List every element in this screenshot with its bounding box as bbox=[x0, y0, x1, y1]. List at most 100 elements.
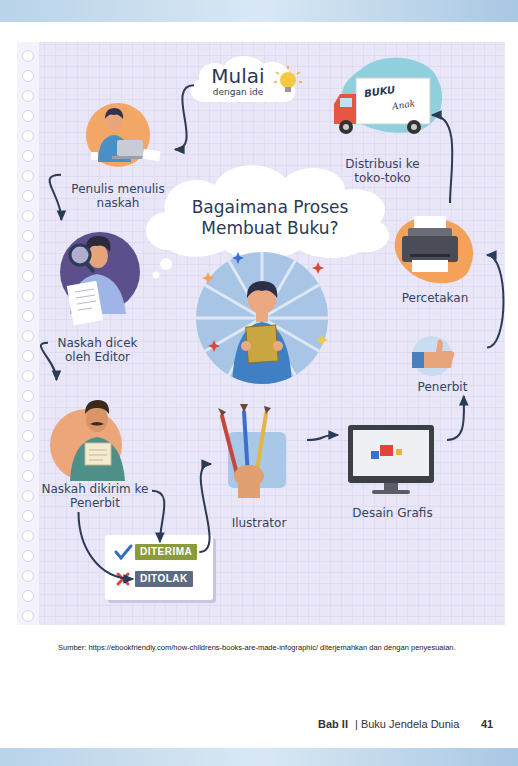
decision-card bbox=[118, 574, 128, 584]
grid-paper bbox=[23, 571, 34, 582]
printer-picture bbox=[412, 260, 448, 272]
step-label: Mulai bbox=[211, 65, 264, 87]
flow-arrow bbox=[487, 255, 504, 348]
illustrator-picture bbox=[256, 414, 266, 476]
reader-rays bbox=[247, 281, 277, 298]
reader-rays bbox=[182, 238, 342, 398]
flow-arrow bbox=[152, 491, 164, 542]
decision-card bbox=[105, 535, 216, 603]
truck-picture bbox=[356, 78, 430, 124]
title-cloud bbox=[153, 272, 160, 279]
reader-rays bbox=[273, 341, 283, 351]
editor-picture bbox=[86, 263, 94, 272]
sender-picture bbox=[89, 450, 107, 460]
monitor-picture bbox=[348, 425, 434, 483]
source-caption: Sumber: https://ebookfriendly.com/how-ch… bbox=[58, 641, 478, 655]
process-step: Naskah dikirim ke Penerbit bbox=[40, 382, 150, 510]
printer-picture bbox=[395, 216, 473, 283]
grid-paper bbox=[23, 311, 34, 322]
sender-picture bbox=[85, 443, 111, 465]
grid-paper bbox=[23, 151, 34, 162]
page-number: 41 bbox=[481, 718, 493, 730]
flow-arrow bbox=[41, 343, 57, 380]
monitor-picture bbox=[371, 451, 379, 459]
grid-paper bbox=[17, 42, 39, 625]
editor-picture bbox=[75, 289, 96, 310]
idea-cloud-node: Mulaidengan ide bbox=[196, 60, 280, 102]
idea-cloud bbox=[274, 66, 302, 82]
process-step: Ilustrator bbox=[213, 410, 305, 530]
step-label: Naskah dicek oleh Editor bbox=[50, 336, 145, 364]
monitor-picture bbox=[396, 449, 402, 455]
truck-picture bbox=[342, 58, 442, 133]
grid-paper bbox=[17, 42, 505, 625]
truck-picture bbox=[343, 124, 349, 130]
reader-rays bbox=[182, 238, 342, 398]
decision-card bbox=[105, 535, 213, 600]
badge-text: DITERIMA bbox=[140, 546, 192, 558]
illustrator-picture bbox=[240, 404, 248, 412]
grid-paper bbox=[23, 471, 34, 482]
page-band bbox=[0, 0, 518, 22]
writer-picture bbox=[142, 149, 160, 161]
monitor-picture bbox=[384, 483, 398, 491]
reader-picture bbox=[202, 272, 214, 284]
grid-paper bbox=[23, 531, 34, 542]
sender-picture bbox=[90, 422, 104, 426]
printer-picture bbox=[410, 254, 450, 257]
idea-cloud bbox=[191, 56, 302, 102]
truck-picture bbox=[407, 120, 421, 134]
grid-paper bbox=[23, 111, 34, 122]
illustrator-picture bbox=[222, 416, 238, 478]
grid-paper bbox=[23, 51, 34, 62]
truck-picture bbox=[411, 124, 417, 130]
sender-picture bbox=[70, 437, 125, 481]
step-label: dengan ide bbox=[213, 87, 264, 97]
grid-paper bbox=[23, 351, 34, 362]
reader-picture bbox=[312, 262, 324, 274]
grid-paper bbox=[23, 551, 34, 562]
grid-paper bbox=[23, 511, 34, 522]
grid-paper bbox=[23, 231, 34, 242]
monitor-picture bbox=[353, 430, 429, 476]
sender-picture bbox=[86, 406, 108, 432]
truck-picture bbox=[334, 58, 442, 134]
reader-picture bbox=[208, 340, 220, 352]
reader-picture bbox=[182, 238, 342, 398]
decision-card bbox=[116, 546, 131, 558]
step-label: Percetakan bbox=[402, 291, 469, 305]
printer-picture bbox=[402, 236, 458, 262]
step-label: Distribusi ke toko-toko bbox=[343, 157, 423, 185]
badge-text: DITOLAK bbox=[140, 573, 188, 585]
process-step: Naskah dicek oleh Editor bbox=[50, 222, 145, 364]
idea-cloud bbox=[191, 56, 296, 102]
sender-picture bbox=[85, 400, 109, 414]
process-step: Penerbit bbox=[400, 332, 485, 394]
illustrator-picture bbox=[238, 484, 260, 498]
reader-rays bbox=[232, 322, 292, 386]
grid-paper bbox=[23, 391, 34, 402]
illustrator-picture bbox=[218, 404, 286, 498]
grid-paper bbox=[23, 91, 34, 102]
grid-paper bbox=[17, 42, 505, 625]
process-step: Desain Grafis bbox=[340, 420, 445, 520]
process-step: Penulis menulis naskah bbox=[63, 100, 173, 210]
writer-picture bbox=[105, 108, 123, 119]
flow-arrow bbox=[447, 396, 464, 440]
grid-paper bbox=[23, 131, 34, 142]
idea-cloud bbox=[285, 87, 291, 92]
grid-paper bbox=[23, 431, 34, 442]
reader-rays bbox=[241, 341, 251, 351]
editor-picture bbox=[60, 232, 140, 325]
editor-picture bbox=[67, 281, 103, 326]
grid-paper bbox=[23, 371, 34, 382]
writer-picture bbox=[86, 103, 150, 167]
step-label: Ilustrator bbox=[232, 516, 287, 530]
grid-paper bbox=[23, 71, 34, 82]
illustrator-picture bbox=[264, 406, 271, 414]
chapter-label: Bab II bbox=[318, 718, 348, 730]
reader-picture bbox=[316, 334, 328, 346]
grid-paper bbox=[23, 411, 34, 422]
monitor-picture bbox=[380, 445, 393, 456]
